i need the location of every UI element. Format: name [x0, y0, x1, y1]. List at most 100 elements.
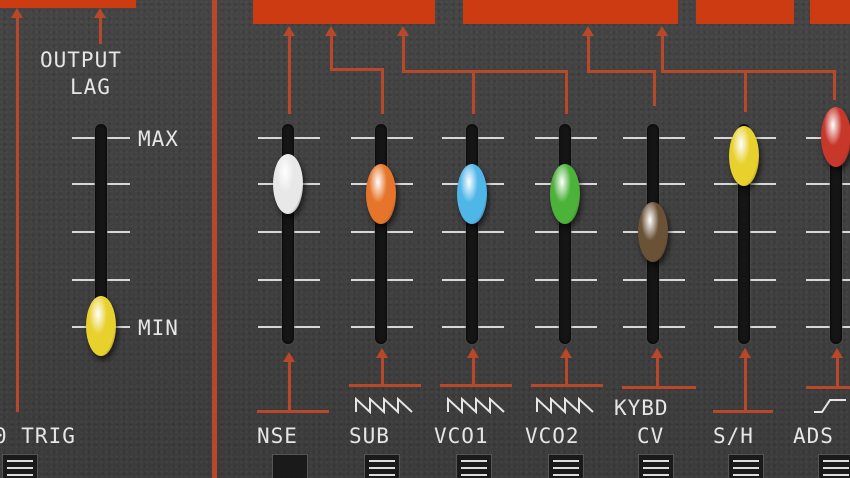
- adsr-slider-knob[interactable]: [821, 107, 850, 167]
- kybd-label: KYBD: [614, 396, 669, 420]
- scale-tick: [571, 326, 597, 328]
- sh-switch[interactable]: [728, 454, 764, 478]
- scale-tick: [571, 279, 597, 281]
- route-vco2-v: [565, 70, 568, 114]
- trig-label: 0 TRIG: [0, 424, 76, 448]
- trig-arrow: [11, 8, 23, 18]
- scale-tick: [478, 183, 504, 185]
- route-vco-h: [402, 70, 568, 73]
- scale-tick: [478, 326, 504, 328]
- envelope-shape-icon: [814, 399, 846, 413]
- kybd-cv-slider-knob[interactable]: [638, 201, 668, 262]
- top-block-mixer-4: [810, 0, 850, 24]
- scale-tick: [750, 231, 776, 233]
- scale-tick: [750, 137, 776, 139]
- scale-tick: [258, 231, 284, 233]
- sh-bottom-v: [744, 356, 747, 412]
- sub-bottom-v: [381, 356, 384, 386]
- sub-slider-track: [375, 124, 387, 344]
- sh-bottom-h: [713, 410, 773, 413]
- scale-tick: [258, 326, 284, 328]
- scale-tick: [478, 279, 504, 281]
- section-divider: [212, 0, 217, 478]
- scale-tick: [294, 326, 320, 328]
- scale-tick: [714, 279, 740, 281]
- vco2-label: VCO2: [525, 424, 580, 448]
- scale-tick: [535, 326, 561, 328]
- vco1-bottom-arrow: [467, 348, 479, 358]
- top-block-mixer-1: [253, 0, 435, 24]
- scale-tick: [535, 183, 561, 185]
- scale-tick: [750, 326, 776, 328]
- scale-tick: [659, 231, 685, 233]
- sub-slider-knob[interactable]: [366, 163, 396, 224]
- scale-tick: [623, 326, 649, 328]
- lag-arrow: [94, 8, 106, 18]
- scale-tick: [535, 279, 561, 281]
- scale-tick: [294, 231, 320, 233]
- route-sh-h: [661, 70, 835, 73]
- scale-tick: [387, 183, 413, 185]
- sh-slider-knob[interactable]: [729, 125, 759, 186]
- nse-slider-knob[interactable]: [273, 154, 303, 215]
- vco1-slider-knob[interactable]: [457, 163, 487, 224]
- top-block-mixer-2: [463, 0, 678, 24]
- vco2-switch[interactable]: [548, 454, 584, 478]
- sub-bottom-h: [349, 384, 421, 387]
- vco2-bottom-h: [531, 384, 603, 387]
- kybd-cv-switch[interactable]: [638, 454, 674, 478]
- scale-tick: [294, 137, 320, 139]
- scale-tick: [478, 137, 504, 139]
- route-kybd-arrow: [582, 26, 594, 36]
- trig-switch[interactable]: [2, 454, 38, 478]
- lag-line: [99, 14, 102, 44]
- trig-line: [16, 12, 19, 412]
- scale-tick: [659, 326, 685, 328]
- scale-tick: [623, 137, 649, 139]
- scale-tick: [806, 326, 832, 328]
- max-label: MAX: [138, 127, 179, 151]
- output-lag-knob[interactable]: [86, 296, 116, 356]
- nse-switch[interactable]: [272, 454, 308, 478]
- route-sub-v2: [381, 68, 384, 114]
- vco1-label: VCO1: [434, 424, 489, 448]
- nse-bottom-arrow: [283, 352, 295, 362]
- sub-switch[interactable]: [364, 454, 400, 478]
- scale-tick: [659, 137, 685, 139]
- scale-tick: [714, 183, 740, 185]
- scale-tick: [351, 326, 377, 328]
- scale-tick: [535, 137, 561, 139]
- route-nse: [288, 34, 291, 114]
- sub-label: SUB: [349, 424, 390, 448]
- nse-label: NSE: [257, 424, 298, 448]
- adsr-switch[interactable]: [818, 454, 850, 478]
- route-vco1-v: [472, 70, 475, 114]
- route-sub-h: [330, 68, 383, 71]
- scale-tick: [478, 231, 504, 233]
- scale-tick: [659, 279, 685, 281]
- route-kybd-v2: [653, 70, 656, 106]
- output-lag-label-2: LAG: [70, 75, 111, 99]
- vco1-switch[interactable]: [456, 454, 492, 478]
- scale-tick: [258, 183, 284, 185]
- scale-tick: [623, 279, 649, 281]
- top-block-mixer-3: [696, 0, 794, 24]
- sh-bottom-arrow: [739, 348, 751, 358]
- scale-tick: [258, 137, 284, 139]
- cv-label: CV: [637, 424, 665, 448]
- kybd-bottom-v: [656, 356, 659, 388]
- route-kybd-v1: [587, 34, 590, 72]
- scale-tick: [842, 183, 850, 185]
- scale-tick: [571, 137, 597, 139]
- kybd-bottom-h: [622, 386, 696, 389]
- adsr-slider-track: [830, 124, 842, 344]
- route-kybd-h: [587, 70, 655, 73]
- scale-tick: [351, 279, 377, 281]
- scale-tick: [571, 183, 597, 185]
- vco2-slider-knob[interactable]: [550, 163, 580, 224]
- scale-tick: [842, 231, 850, 233]
- scale-tick: [294, 279, 320, 281]
- adsr-label: ADS: [793, 424, 834, 448]
- scale-tick: [387, 231, 413, 233]
- top-block-left: [0, 0, 136, 8]
